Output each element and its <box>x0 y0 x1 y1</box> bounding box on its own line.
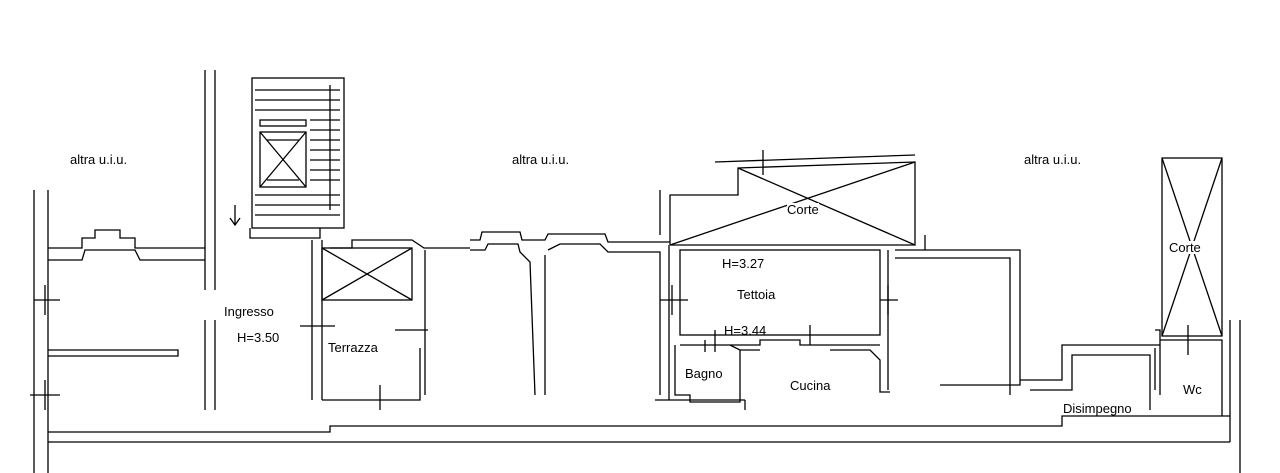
label-tettoia: Tettoia <box>737 287 776 302</box>
label-cucina: Cucina <box>790 378 831 393</box>
label-altra-uiu-center: altra u.i.u. <box>512 152 570 167</box>
tettoia-room <box>679 235 1021 395</box>
label-altra-uiu-right: altra u.i.u. <box>1024 152 1082 167</box>
staircase <box>229 77 345 239</box>
label-corte-top: Corte <box>787 202 819 217</box>
label-disimpegno: Disimpegno <box>1063 401 1132 416</box>
label-altra-uiu-left: altra u.i.u. <box>70 152 128 167</box>
label-corte-right: Corte <box>1169 240 1201 255</box>
bagno-cucina <box>655 330 890 410</box>
label-height-ingresso: H=3.50 <box>237 330 280 345</box>
label-ingresso: Ingresso <box>224 304 274 319</box>
label-wc: Wc <box>1183 382 1202 397</box>
exterior-walls <box>30 70 1241 473</box>
label-height-tettoia-top: H=3.27 <box>722 256 765 271</box>
terrazza-room <box>300 239 470 410</box>
label-bagno: Bagno <box>685 366 723 381</box>
right-rooms <box>1020 157 1223 416</box>
corte-top <box>669 150 916 246</box>
middle-rooms <box>424 190 688 400</box>
label-height-tettoia-bottom: H=3.44 <box>724 323 767 338</box>
label-terrazza: Terrazza <box>328 340 378 355</box>
